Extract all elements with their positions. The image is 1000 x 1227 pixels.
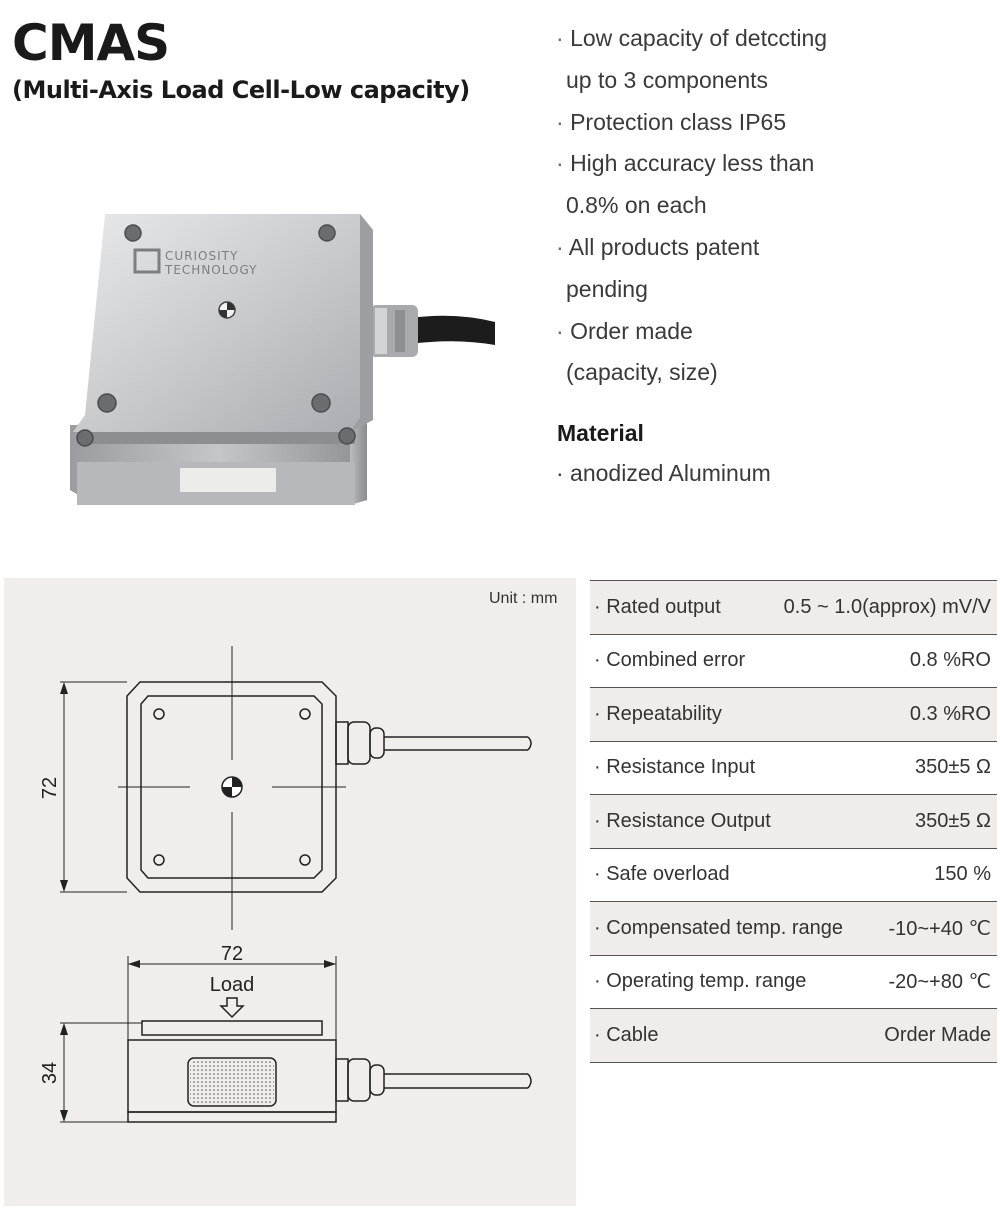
brand-logo-text-1: CURIOSITY [165, 249, 238, 263]
feature-item: · High accuracy less than [556, 150, 815, 177]
feature-item-continued: 0.8% on each [566, 192, 707, 219]
spec-value: 0.3 %RO [909, 702, 991, 725]
spec-value: Order Made [884, 1023, 991, 1046]
spec-value: -20~+80 ℃ [888, 971, 991, 994]
product-photo: CURIOSITY TECHNOLOGY [70, 214, 495, 505]
spec-value: 350±5 Ω [915, 809, 991, 832]
material-heading: Material [557, 420, 644, 446]
load-label: Load [210, 974, 255, 996]
spec-value: 150 % [934, 863, 991, 886]
spec-label: · Rated output [594, 595, 721, 618]
dimension-label: 72 [221, 943, 243, 965]
feature-item: · Low capacity of detccting [556, 25, 828, 51]
spec-row: · Resistance Input 350±5 Ω [590, 742, 997, 795]
spec-value: 350±5 Ω [915, 756, 991, 779]
spec-label: · Combined error [594, 649, 746, 672]
spec-row: · Cable Order Made [590, 1009, 997, 1063]
spec-label: · Compensated temp. range [594, 916, 844, 939]
feature-item-continued: (capacity, size) [566, 359, 718, 386]
feature-item: · Order made [556, 317, 693, 344]
feature-item: · Protection class IP65 [556, 108, 787, 135]
spec-row: · Compensated temp. range -10~+40 ℃ [590, 902, 997, 956]
dimension-label: 72 [39, 777, 61, 799]
feature-list: · Low capacity of detccting up to 3 comp… [556, 18, 986, 394]
spec-row: · Operating temp. range -20~+80 ℃ [590, 956, 997, 1009]
product-subtitle: (Multi-Axis Load Cell-Low capacity) [12, 76, 470, 104]
spec-table: · Rated output 0.5 ~ 1.0(approx) mV/V · C… [590, 580, 997, 1063]
feature-item-continued: pending [566, 275, 648, 302]
spec-label: · Safe overload [594, 863, 730, 886]
spec-value: -10~+40 ℃ [888, 917, 991, 940]
feature-item: · All products patent [556, 233, 760, 260]
dimension-label: 34 [39, 1062, 61, 1084]
spec-value: 0.5 ~ 1.0(approx) mV/V [783, 595, 991, 618]
spec-row: · Safe overload 150 % [590, 849, 997, 902]
spec-row: · Repeatability 0.3 %RO [590, 688, 997, 742]
spec-row: · Combined error 0.8 %RO [590, 635, 997, 688]
spec-label: · Resistance Output [594, 809, 771, 832]
brand-logo-text-2: TECHNOLOGY [164, 263, 257, 277]
spec-label: · Resistance Input [594, 756, 756, 779]
spec-row: · Resistance Output 350±5 Ω [590, 795, 997, 849]
unit-label: Unit : mm [489, 590, 558, 607]
feature-item-continued: up to 3 components [566, 66, 769, 93]
product-title: CMAS [12, 14, 170, 72]
spec-label: · Cable [594, 1023, 659, 1046]
spec-row: · Rated output 0.5 ~ 1.0(approx) mV/V [590, 581, 997, 635]
material-value: · anodized Aluminum [556, 460, 771, 486]
spec-label: · Operating temp. range [594, 970, 807, 993]
dimension-drawing: 72 72 34 Load [39, 646, 532, 1123]
spec-label: · Repeatability [594, 702, 722, 725]
spec-value: 0.8 %RO [909, 649, 991, 672]
